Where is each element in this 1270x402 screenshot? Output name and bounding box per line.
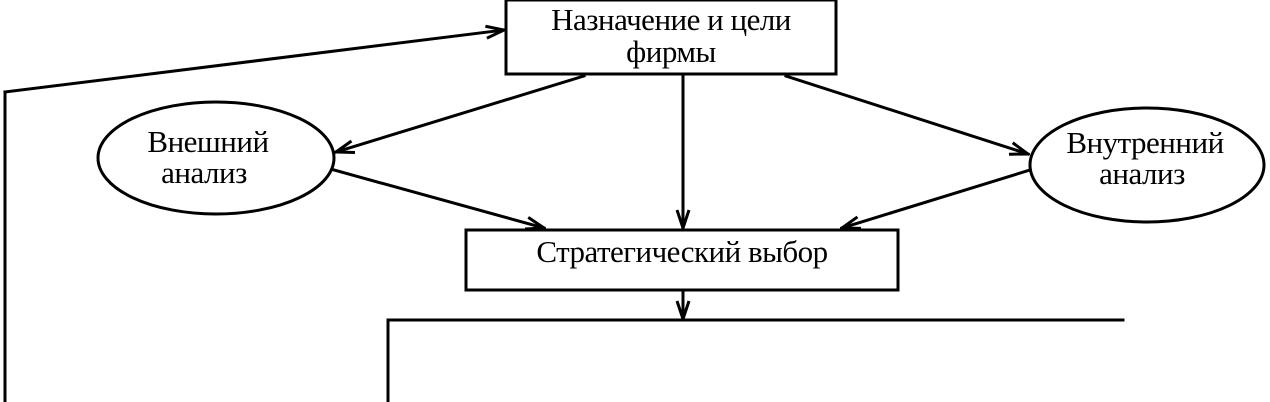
arrow-purpose-to-internal (784, 74, 1028, 156)
feedback-arrow-to-purpose (3, 30, 504, 94)
arrow-external-to-strategic (332, 168, 544, 228)
internal-analysis-label-line2: анализ (1099, 156, 1185, 191)
external-analysis-ellipse (96, 100, 336, 216)
arrow-purpose-to-external (336, 74, 586, 152)
internal-analysis-ellipse (1028, 106, 1266, 224)
external-analysis-label-line2: анализ (161, 155, 247, 190)
internal-analysis-label-line1: Внутренний (1066, 125, 1223, 160)
purpose-goals-label-line2: фирмы (626, 34, 716, 69)
arrow-internal-to-strategic (842, 168, 1032, 228)
purpose-goals-label-line1: Назначение и цели (551, 2, 791, 37)
strategic-choice-box (464, 228, 900, 292)
external-analysis-label-line1: Внешний (147, 124, 268, 159)
strategic-choice-label: Стратегический выбор (536, 234, 827, 269)
